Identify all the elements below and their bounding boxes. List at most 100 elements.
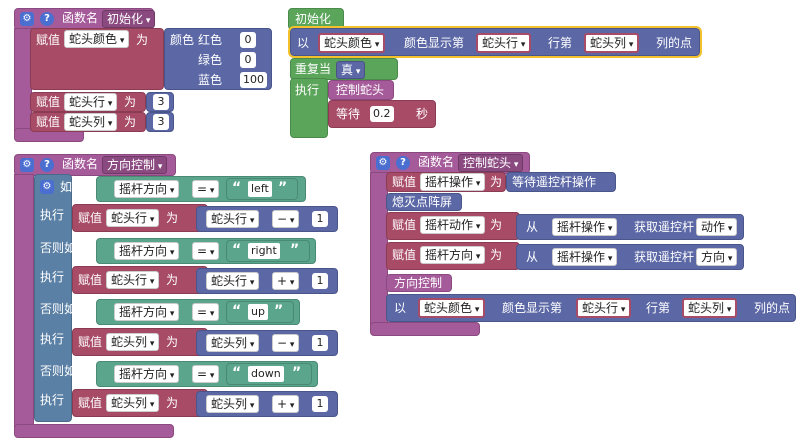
blue-label: 蓝色 bbox=[198, 73, 223, 87]
cond-var-dropdown[interactable]: 摇杆方向 bbox=[114, 303, 180, 321]
gear-icon[interactable]: ⚙ bbox=[40, 180, 54, 194]
get-label: 获取遥控杆 bbox=[634, 220, 695, 234]
arith-op-dropdown[interactable]: + bbox=[272, 272, 300, 290]
func-name-field[interactable]: 初始化 bbox=[102, 10, 156, 28]
draw-text-label: 行第 bbox=[548, 36, 573, 50]
call-control-head-block[interactable] bbox=[328, 80, 394, 100]
from-label: 从 bbox=[526, 220, 539, 234]
arith-op-dropdown[interactable]: − bbox=[272, 210, 300, 228]
cond-var-dropdown[interactable]: 摇杆方向 bbox=[114, 365, 180, 383]
var-dropdown[interactable]: 摇杆操作 bbox=[552, 218, 618, 236]
var-dropdown[interactable]: 蛇头列 bbox=[64, 113, 118, 131]
red-value[interactable]: 0 bbox=[240, 32, 256, 48]
var-dropdown[interactable]: 摇杆动作 bbox=[420, 216, 486, 234]
func-name-field[interactable]: 控制蛇头 bbox=[458, 154, 524, 172]
do-label: 执行 bbox=[295, 83, 320, 97]
assign-label: 赋值 bbox=[36, 33, 61, 47]
draw-text-label: 行第 bbox=[646, 301, 671, 315]
arith-op-dropdown[interactable]: + bbox=[272, 395, 300, 413]
to-label: 为 bbox=[166, 396, 179, 410]
color-var-dropdown[interactable]: 蛇头颜色 bbox=[418, 298, 486, 318]
var-dropdown[interactable]: 蛇头行 bbox=[206, 210, 260, 228]
var-dropdown[interactable]: 蛇头颜色 bbox=[64, 30, 130, 48]
assign-label: 赋值 bbox=[78, 396, 103, 410]
color-var-dropdown[interactable]: 蛇头颜色 bbox=[318, 33, 386, 53]
var-dropdown[interactable]: 摇杆操作 bbox=[552, 248, 618, 266]
quote-open-icon: “ bbox=[232, 242, 242, 258]
cond-var-dropdown[interactable]: 摇杆方向 bbox=[114, 242, 180, 260]
get-label: 获取遥控杆 bbox=[634, 250, 695, 264]
number-value[interactable]: 3 bbox=[153, 94, 169, 110]
call-direction-block[interactable] bbox=[386, 274, 452, 292]
var-dropdown[interactable]: 摇杆方向 bbox=[420, 246, 486, 264]
arith-op-dropdown[interactable]: − bbox=[272, 334, 300, 352]
var-dropdown[interactable]: 蛇头列 bbox=[106, 333, 160, 351]
assign-label: 赋值 bbox=[36, 95, 61, 109]
init-event-label: 初始化 bbox=[295, 12, 332, 26]
assign-label: 赋值 bbox=[78, 335, 103, 349]
wait-joystick-block[interactable] bbox=[506, 172, 616, 192]
to-label: 为 bbox=[490, 248, 503, 262]
row-var-dropdown[interactable]: 蛇头行 bbox=[576, 298, 632, 318]
var-dropdown[interactable]: 蛇头行 bbox=[106, 271, 160, 289]
condition-dropdown[interactable]: 真 bbox=[336, 61, 366, 79]
wait-value[interactable]: 0.2 bbox=[370, 106, 394, 122]
call-label: 方向控制 bbox=[394, 276, 443, 290]
var-dropdown[interactable]: 蛇头列 bbox=[206, 395, 260, 413]
number-value[interactable]: 1 bbox=[312, 335, 328, 351]
var-dropdown[interactable]: 蛇头行 bbox=[106, 209, 160, 227]
op-dropdown[interactable]: = bbox=[192, 303, 220, 321]
prop-dropdown[interactable]: 动作 bbox=[696, 218, 738, 236]
quote-close-icon: ” bbox=[290, 242, 300, 258]
help-icon[interactable]: ? bbox=[396, 156, 410, 170]
op-dropdown[interactable]: = bbox=[192, 242, 220, 260]
var-dropdown[interactable]: 蛇头行 bbox=[64, 93, 118, 111]
seconds-label: 秒 bbox=[416, 107, 429, 121]
gear-icon[interactable]: ⚙ bbox=[376, 156, 390, 170]
number-value[interactable]: 1 bbox=[312, 211, 328, 227]
var-dropdown[interactable]: 摇杆操作 bbox=[420, 173, 486, 191]
green-value[interactable]: 0 bbox=[240, 52, 256, 68]
op-dropdown[interactable]: = bbox=[192, 365, 220, 383]
number-value[interactable]: 1 bbox=[312, 273, 328, 289]
var-dropdown[interactable]: 蛇头列 bbox=[106, 394, 160, 412]
col-var-dropdown[interactable]: 蛇头列 bbox=[584, 33, 640, 53]
func-keyword: 函数名 bbox=[62, 157, 99, 171]
help-icon[interactable]: ? bbox=[40, 12, 54, 26]
assign-label: 赋值 bbox=[392, 248, 417, 262]
do-label: 执行 bbox=[40, 208, 65, 222]
quote-open-icon: “ bbox=[232, 303, 242, 319]
string-value[interactable]: left bbox=[248, 181, 272, 197]
var-dropdown[interactable]: 蛇头行 bbox=[206, 272, 260, 290]
help-icon[interactable]: ? bbox=[40, 158, 54, 172]
op-dropdown[interactable]: = bbox=[192, 180, 220, 198]
var-dropdown[interactable]: 蛇头列 bbox=[206, 334, 260, 352]
with-label: 以 bbox=[394, 301, 407, 315]
cond-var-dropdown[interactable]: 摇杆方向 bbox=[114, 180, 180, 198]
string-value[interactable]: down bbox=[248, 366, 284, 382]
call-label: 控制蛇头 bbox=[336, 83, 385, 97]
color-label: 颜色 bbox=[170, 33, 195, 47]
row-var-dropdown[interactable]: 蛇头行 bbox=[476, 33, 532, 53]
gear-icon[interactable]: ⚙ bbox=[20, 12, 34, 26]
string-value[interactable]: right bbox=[248, 243, 280, 259]
ctrl-func-footer bbox=[370, 322, 480, 336]
assign-label: 赋值 bbox=[78, 273, 103, 287]
number-value[interactable]: 3 bbox=[153, 114, 169, 130]
number-value[interactable]: 1 bbox=[312, 396, 328, 412]
col-var-dropdown[interactable]: 蛇头列 bbox=[682, 298, 738, 318]
elseif-label: 否则如果 bbox=[40, 241, 89, 255]
func-name-field[interactable]: 方向控制 bbox=[102, 156, 168, 174]
prop-dropdown[interactable]: 方向 bbox=[696, 248, 738, 266]
string-value[interactable]: up bbox=[248, 304, 268, 320]
clear-matrix-block[interactable] bbox=[386, 193, 462, 211]
quote-close-icon: ” bbox=[278, 180, 288, 196]
gear-icon[interactable]: ⚙ bbox=[20, 158, 34, 172]
func-keyword: 函数名 bbox=[62, 11, 99, 25]
blue-value[interactable]: 100 bbox=[240, 72, 267, 88]
draw-text-label: 颜色显示第 bbox=[404, 36, 465, 50]
do-label: 执行 bbox=[40, 332, 65, 346]
assign-label: 赋值 bbox=[78, 211, 103, 225]
if-block-spine[interactable] bbox=[34, 174, 72, 422]
quote-open-icon: “ bbox=[232, 365, 242, 381]
